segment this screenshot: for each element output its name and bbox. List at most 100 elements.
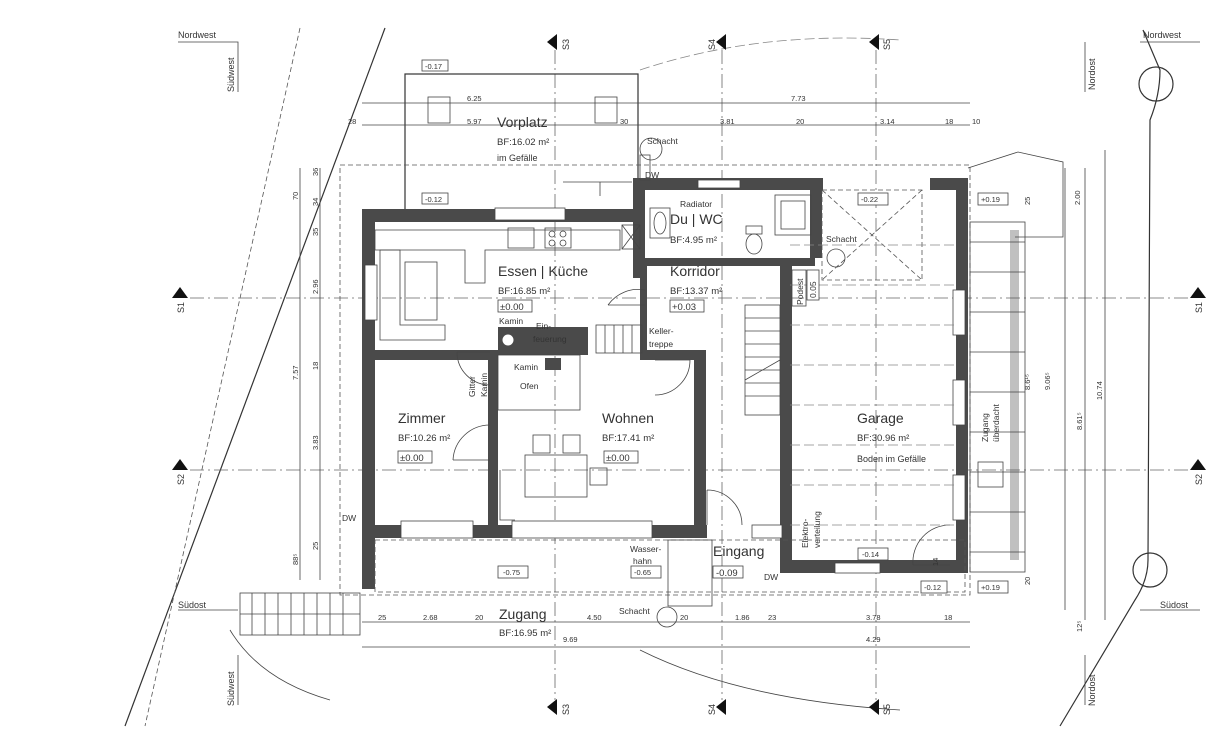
label-podest-level: 0.05 (808, 281, 818, 298)
wall-wohnen-north (640, 350, 706, 360)
vorplatz-post-left (427, 96, 451, 124)
wall-korridor-north (640, 258, 815, 266)
parcel-line-west (144, 27, 301, 727)
dim-3-81: 3.81 (720, 117, 735, 126)
level-east-top: +0.19 (981, 195, 1000, 204)
dim-right-20: 20 (1023, 577, 1032, 585)
dim-bottom-18: 18 (944, 613, 952, 622)
kitchen-shaft-box (621, 224, 641, 250)
label-radiator: Radiator (680, 199, 712, 209)
dim-7-73: 7.73 (791, 94, 806, 103)
door-garage (912, 524, 951, 566)
dim-bottom-20b: 20 (680, 613, 688, 622)
level-east-bottom-a: -0.12 (924, 583, 941, 592)
room-name-garage: Garage (857, 410, 904, 426)
label-kamin: Kamin (499, 316, 523, 326)
kitchen-counter (374, 229, 621, 284)
section-marker-s1-left (172, 287, 188, 298)
eingang-steps (667, 539, 713, 607)
room-name-du-wc: Du | WC (670, 211, 723, 227)
window-zimmer (400, 520, 474, 539)
dim-right-2-00: 2.00 (1073, 190, 1082, 205)
vorplatz-post-right (594, 96, 618, 124)
section-marker-s4-top (716, 34, 726, 50)
label-kamin-ofen-2: Ofen (520, 381, 539, 391)
window-garage-1 (952, 289, 966, 336)
room-level-eingang: -0.09 (716, 568, 738, 579)
dim-bottom-1-86: 1.86 (735, 613, 750, 622)
wall-bathroom-east (810, 178, 822, 258)
arc-top (639, 37, 901, 71)
dim-left-2-96: 2.96 (311, 279, 320, 294)
dim-left-34: 34 (311, 198, 320, 206)
section-marker-s1-right (1190, 287, 1206, 298)
dim-bottom-9-69: 9.69 (563, 635, 578, 644)
label-podest: Podest (795, 278, 805, 305)
dim-left-18: 18 (311, 362, 320, 370)
dim-30: 30 (620, 117, 628, 126)
room-note-vorplatz: im Gefälle (497, 153, 538, 163)
window-garage-south (834, 562, 881, 574)
room-name-korridor: Korridor (670, 263, 720, 279)
section-marker-s5-top (869, 34, 879, 50)
dim-left-36: 36 (311, 168, 320, 176)
orientation-nordwest-right: Nordwest (1143, 30, 1182, 40)
korridor-stairs (744, 304, 781, 416)
section-label-s1-left: S1 (176, 302, 186, 313)
wall-kueche-east (640, 258, 647, 353)
garage-schacht (826, 248, 846, 268)
dim-right-10-74: 10.74 (1095, 381, 1104, 400)
dim-bottom-20a: 20 (475, 613, 483, 622)
room-name-eingang: Eingang (713, 543, 764, 559)
gitter-door (456, 351, 491, 386)
dim-bottom-2-68: 2.68 (423, 613, 438, 622)
toilet (745, 233, 763, 255)
window-eingang (751, 524, 783, 539)
boundary-marker-top (1138, 66, 1174, 102)
dim-right-8-61-a: 8.6¹⁵ (1023, 374, 1032, 390)
section-label-s2-left: S2 (176, 474, 186, 485)
orientation-suedwest-top: Südwest (226, 57, 236, 92)
section-label-s5-bottom: S5 (882, 704, 892, 715)
label-elektroverteilung-2: verteilung (812, 511, 822, 548)
dining-bench (379, 249, 446, 341)
orientation-nordost-bottom: Nordost (1087, 674, 1097, 706)
orientation-nordwest-left: Nordwest (178, 30, 217, 40)
room-level-wohnen: ±0.00 (606, 453, 630, 464)
dim-left-35: 35 (311, 228, 320, 236)
section-marker-s3-bottom (547, 699, 557, 715)
kamin-flue (502, 334, 514, 346)
label-schacht-south: Schacht (619, 606, 650, 616)
dim-left-88: 88⁵ (291, 554, 300, 565)
wall-wohnen-east (694, 350, 706, 535)
property-line-east (1059, 29, 1161, 727)
dim-bottom-4-50: 4.50 (587, 613, 602, 622)
arc-bottom-left (229, 629, 331, 701)
section-label-s3-bottom: S3 (561, 704, 571, 715)
level-outside-mid: -0.65 (634, 568, 651, 577)
section-marker-s3-top (547, 34, 557, 50)
dim-right-14: 14 (931, 558, 940, 566)
room-level-essen: ±0.00 (500, 302, 524, 313)
dim-right-9-06: 9.06⁵ (1043, 372, 1052, 390)
room-area-essen: BF:16.85 m² (498, 286, 550, 297)
window-garage-3 (952, 474, 966, 521)
label-wasserhahn-1: Wasser- (630, 544, 661, 554)
label-kamin-vertical: Kamin (479, 373, 489, 397)
wall-garage-west (780, 258, 792, 573)
label-zugang-ueberdacht-2: überdacht (991, 404, 1001, 442)
wall-north-step (633, 178, 645, 278)
kamin-ofen-box (545, 358, 561, 370)
level-vorplatz-top: -0.17 (425, 62, 442, 71)
label-schacht-north: Schacht (647, 136, 678, 146)
dim-left-7-57: 7.57 (291, 365, 300, 380)
orientation-suedost-right: Südost (1160, 600, 1189, 610)
section-label-s4-bottom: S4 (707, 704, 717, 715)
section-marker-s2-right (1190, 459, 1206, 470)
level-vorplatz-bottom: -0.12 (425, 195, 442, 204)
label-dw-south: DW (764, 572, 778, 582)
label-schacht-garage: Schacht (826, 234, 857, 244)
section-label-s1-right: S1 (1194, 302, 1204, 313)
